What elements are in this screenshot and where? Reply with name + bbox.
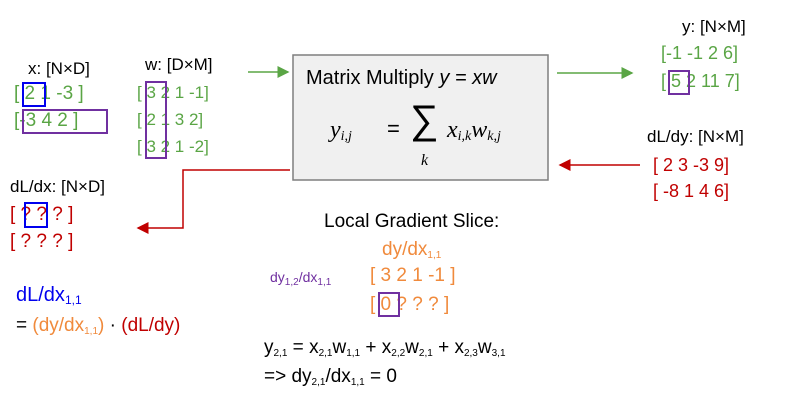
sum-equation-equals: =: [387, 116, 400, 141]
w-matrix-row-3: [ 3 2 1 -2]: [137, 137, 209, 156]
y-matrix-row-2: [ 5 2 11 7]: [661, 71, 740, 91]
y-matrix-label: y: [N×M]: [682, 17, 746, 36]
local-gradient-title: Local Gradient Slice:: [324, 211, 500, 232]
sum-symbol: ∑: [410, 98, 439, 142]
dldx11-formula: = (dy/dx1,1) · (dL/dy): [16, 315, 181, 337]
w-matrix-row-1: [ 3 2 1 -1]: [137, 83, 209, 102]
derivation-line-2: => dy2,1/dx1,1 = 0: [264, 366, 397, 388]
derivation-line-1: y2,1 = x2,1w1,1 + x2,2w2,1 + x2,3w3,1: [264, 337, 506, 359]
x-matrix-row-2: [-3 4 2 ]: [14, 110, 79, 131]
dldx11-label: dL/dx1,1: [16, 284, 82, 307]
dldx-matrix-label: dL/dx: [N×D]: [10, 177, 105, 196]
local-gradient-row-2: [ 0 ? ? ? ]: [370, 294, 450, 315]
sum-equation-rhs: xi,kwk,j: [447, 117, 501, 144]
sum-index: k: [421, 152, 429, 169]
w-column-highlight-box: [145, 81, 167, 159]
w-matrix-row-2: [ 2 1 3 2]: [137, 110, 204, 129]
sum-equation-lhs: yi,j: [330, 117, 352, 144]
dy-dx-11-label: dy/dx1,1: [382, 239, 442, 261]
w-matrix-label: w: [D×M]: [145, 55, 213, 74]
matrix-multiply-box: [292, 54, 549, 181]
dldy-matrix-label: dL/dy: [N×M]: [647, 127, 744, 146]
y-matrix-row-1: [-1 -1 2 6]: [661, 43, 739, 63]
local-gradient-row-1: [ 3 2 1 -1 ]: [370, 265, 456, 286]
matrix-multiply-title: Matrix Multiply y = xw: [306, 67, 497, 89]
x-highlight-box: [22, 82, 46, 107]
x-matrix-row-1: [ 2 1 -3 ]: [14, 83, 84, 104]
dldy-matrix-row-2: [ -8 1 4 6]: [653, 181, 730, 201]
dldx-highlight-box: [24, 202, 48, 228]
y-highlight-box: [668, 70, 690, 95]
x-matrix-label: x: [N×D]: [28, 59, 90, 78]
dy12-dx11-label: dy1,2/dx1,1: [270, 269, 332, 288]
dldx-matrix-row-2: [ ? ? ? ]: [10, 231, 74, 252]
dldy-matrix-row-1: [ 2 3 -3 9]: [653, 155, 730, 175]
x-row-highlight-box: [22, 109, 108, 134]
arrow-box-to-dldx: [136, 169, 290, 234]
local-gradient-highlight-box: [378, 292, 400, 317]
